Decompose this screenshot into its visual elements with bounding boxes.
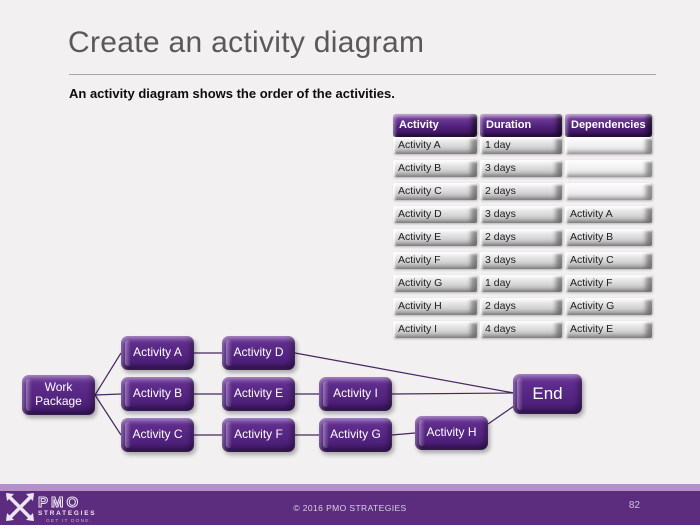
column-header-dependencies: Dependencies bbox=[565, 114, 652, 137]
table-cell: Activity E bbox=[565, 321, 652, 338]
title-divider bbox=[69, 74, 656, 75]
table-cell: Activity G bbox=[565, 298, 652, 315]
table-cell: 2 days bbox=[480, 229, 562, 246]
table-cell: 2 days bbox=[480, 298, 562, 315]
table-cell: 3 days bbox=[480, 206, 562, 223]
footer-bar: PMO STRATEGIES GET IT DONE. © 2016 PMO S… bbox=[0, 491, 700, 525]
table-cell: 3 days bbox=[480, 252, 562, 269]
table-cell: Activity A bbox=[565, 206, 652, 223]
node-end: End bbox=[513, 374, 582, 414]
node-activity-d: Activity D bbox=[222, 336, 295, 370]
table-cell: 1 day bbox=[480, 137, 562, 154]
node-activity-g: Activity G bbox=[319, 418, 392, 452]
node-activity-h: Activity H bbox=[415, 416, 488, 450]
table-cell: 2 days bbox=[480, 183, 562, 200]
page-number: 82 bbox=[628, 500, 640, 511]
table-cell: Activity D bbox=[393, 206, 477, 223]
activity-table: Activity Duration Dependencies Activity … bbox=[393, 114, 652, 338]
table-cell: 4 days bbox=[480, 321, 562, 338]
column-header-activity: Activity bbox=[393, 114, 477, 137]
edge-i-end bbox=[391, 392, 515, 395]
table-cell: 3 days bbox=[480, 160, 562, 177]
node-work-package: Work Package bbox=[22, 375, 95, 415]
pmo-logo: PMO STRATEGIES GET IT DONE. bbox=[6, 493, 96, 524]
edge-g-h bbox=[391, 432, 416, 436]
table-cell: Activity F bbox=[565, 275, 652, 292]
table-cell: Activity I bbox=[393, 321, 477, 338]
table-cell: Activity C bbox=[565, 252, 652, 269]
pmo-logo-tagline: GET IT DONE. bbox=[46, 518, 92, 524]
edge-wp-a bbox=[94, 352, 122, 396]
table-cell: 1 day bbox=[480, 275, 562, 292]
footer-accent-stripe bbox=[0, 484, 700, 491]
page-title: Create an activity diagram bbox=[68, 26, 425, 59]
table-cell: Activity C bbox=[393, 183, 477, 200]
subtitle: An activity diagram shows the order of t… bbox=[69, 86, 395, 101]
table-cell: Activity A bbox=[393, 137, 477, 154]
table-cell bbox=[565, 137, 652, 154]
pmo-logo-mark bbox=[6, 493, 34, 521]
table-cell bbox=[565, 160, 652, 177]
edge-wp-b bbox=[94, 393, 122, 396]
table-cell: Activity E bbox=[393, 229, 477, 246]
node-activity-b: Activity B bbox=[121, 377, 194, 411]
edge-wp-c bbox=[94, 394, 122, 436]
table-cell: Activity H bbox=[393, 298, 477, 315]
table-cell: Activity B bbox=[565, 229, 652, 246]
edge-h-end bbox=[487, 405, 515, 425]
column-header-duration: Duration bbox=[480, 114, 562, 137]
node-activity-c: Activity C bbox=[121, 418, 194, 452]
pmo-logo-name: PMO bbox=[38, 494, 81, 511]
table-cell bbox=[565, 183, 652, 200]
table-cell: Activity G bbox=[393, 275, 477, 292]
footer-copyright: © 2016 PMO STRATEGIES bbox=[293, 503, 407, 513]
node-activity-i: Activity I bbox=[319, 377, 392, 411]
node-activity-f: Activity F bbox=[222, 418, 295, 452]
table-cell: Activity B bbox=[393, 160, 477, 177]
pmo-logo-sub: STRATEGIES bbox=[38, 510, 96, 517]
table-cell: Activity F bbox=[393, 252, 477, 269]
node-activity-e: Activity E bbox=[222, 377, 295, 411]
node-activity-a: Activity A bbox=[121, 336, 194, 370]
